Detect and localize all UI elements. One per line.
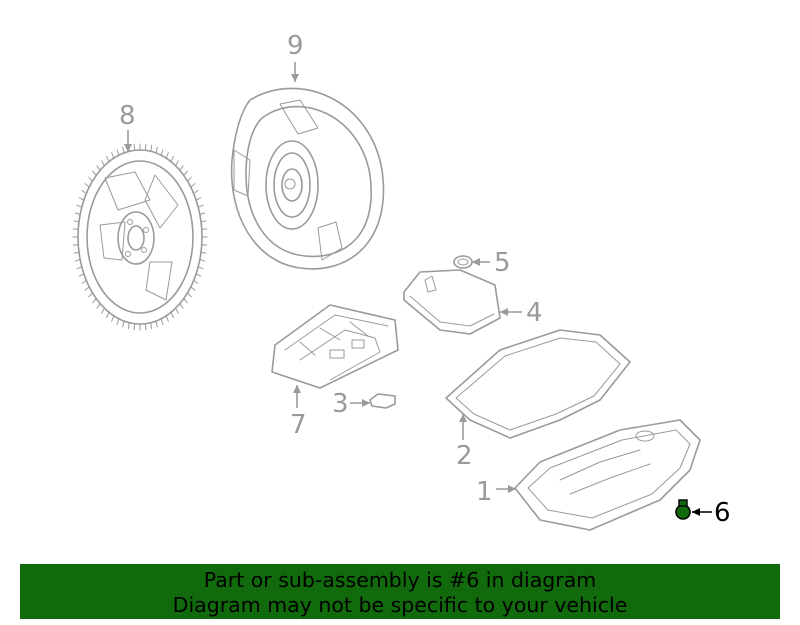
ring-gear-tooth [76,204,83,208]
callout-number-5: 5 [494,248,511,278]
ring-gear-tooth [116,318,120,325]
ring-gear-tooth [78,273,85,277]
ring-gear-tooth [92,298,97,304]
ring-gear-tooth [127,322,130,330]
ring-gear-tooth [183,170,188,176]
callout-arrowhead-7 [293,385,301,393]
ring-gear-tooth [101,307,105,314]
callout-arrowhead-3 [362,399,370,407]
part-6-drain-plug [675,499,691,520]
ring-gear-tooth [74,259,81,262]
ring-gear-tooth [195,197,202,201]
ring-gear-tooth [170,156,174,163]
ring-gear-tooth [81,190,87,194]
ring-gear-tooth [111,152,115,159]
ring-gear-tooth [88,292,93,298]
callout-arrowhead-6 [692,508,700,516]
ring-gear-tooth [96,303,101,309]
ring-gear-tooth [175,160,179,167]
callout-number-4: 4 [526,298,543,328]
ring-gear-tooth [78,197,85,201]
ring-gear-tooth [175,307,179,314]
part-1-oil-pan [514,419,701,531]
callout-number-3: 3 [332,389,349,419]
callout-layer: 12 3 45 6 7 8 9 [119,31,731,528]
callout-arrowhead-5 [472,258,480,266]
part-3-seal [369,393,396,409]
callout-number-2: 2 [456,441,473,471]
callout-number-6: 6 [714,498,731,528]
ring-gear-tooth [73,220,80,223]
ring-gear-tooth [155,146,158,154]
ring-gear-tooth [72,228,79,230]
part-9-torque-converter [230,87,385,270]
ring-gear-tooth [72,244,79,246]
ring-gear-tooth [199,259,206,262]
ring-gear-tooth [116,149,120,156]
ring-gear-tooth [84,183,90,188]
callout-number-1: 1 [476,477,493,507]
ring-gear-tooth [101,160,105,167]
ring-gear-tooth [150,144,153,152]
ring-gear-tooth [183,298,188,304]
ring-gear-tooth [84,286,90,291]
ring-gear-tooth [201,244,208,246]
part-8-flexplate [72,143,208,331]
callout-arrowhead-8 [124,144,132,152]
banner-line-1: Part or sub-assembly is #6 in diagram [203,568,597,592]
ring-gear-tooth [179,165,184,171]
callout-arrowhead-9 [291,74,299,82]
ring-gear-tooth [190,286,196,291]
ring-gear-tooth [73,251,80,254]
parts-diagram: 12 3 45 6 7 8 9 [72,31,731,531]
ring-gear-tooth [187,176,192,182]
ring-gear-tooth [200,220,207,223]
ring-gear-tooth [81,280,87,284]
ring-gear-tooth [88,176,93,182]
ring-gear-tooth [165,152,169,159]
ring-gear-tooth [197,266,204,270]
ring-gear-tooth [190,183,196,188]
ring-gear-tooth [160,149,164,156]
ring-gear-tooth [195,273,202,277]
ring-gear-tooth [150,322,153,330]
ring-gear-tooth [165,315,169,322]
callout-number-7: 7 [290,410,307,440]
ring-gear-tooth [193,280,199,284]
ring-gear-tooth [160,318,164,325]
ring-gear-tooth [201,228,208,230]
ring-gear-tooth [76,266,83,270]
ring-gear-tooth [155,320,158,328]
ring-gear-tooth [197,204,204,208]
ring-gear-tooth [200,251,207,254]
ring-gear-tooth [122,320,125,328]
ring-gear-tooth [199,212,206,215]
ring-gear-tooth [170,311,174,318]
part-7-valve-body [271,304,399,389]
ring-gear-tooth [106,156,110,163]
ring-gear-tooth [193,190,199,194]
callout-arrowhead-4 [500,308,508,316]
ring-gear-tooth [96,165,101,171]
notice-banner: Part or sub-assembly is #6 in diagram Di… [20,564,780,619]
callout-arrowhead-1 [508,485,516,493]
part-5-o-ring [453,255,473,269]
ring-gear-tooth [179,303,184,309]
callout-arrowhead-2 [459,414,467,422]
ring-gear-tooth [122,146,125,154]
ring-gear-tooth [111,315,115,322]
ring-gear-tooth [74,212,81,215]
ring-gear-tooth [92,170,97,176]
ring-gear-tooth [187,292,192,298]
part-4-filter [403,269,501,335]
banner-line-2: Diagram may not be specific to your vehi… [172,593,628,617]
callout-number-8: 8 [119,101,136,131]
callout-number-9: 9 [287,31,304,61]
part-2-gasket [445,329,631,439]
ring-gear-tooth [106,311,110,318]
